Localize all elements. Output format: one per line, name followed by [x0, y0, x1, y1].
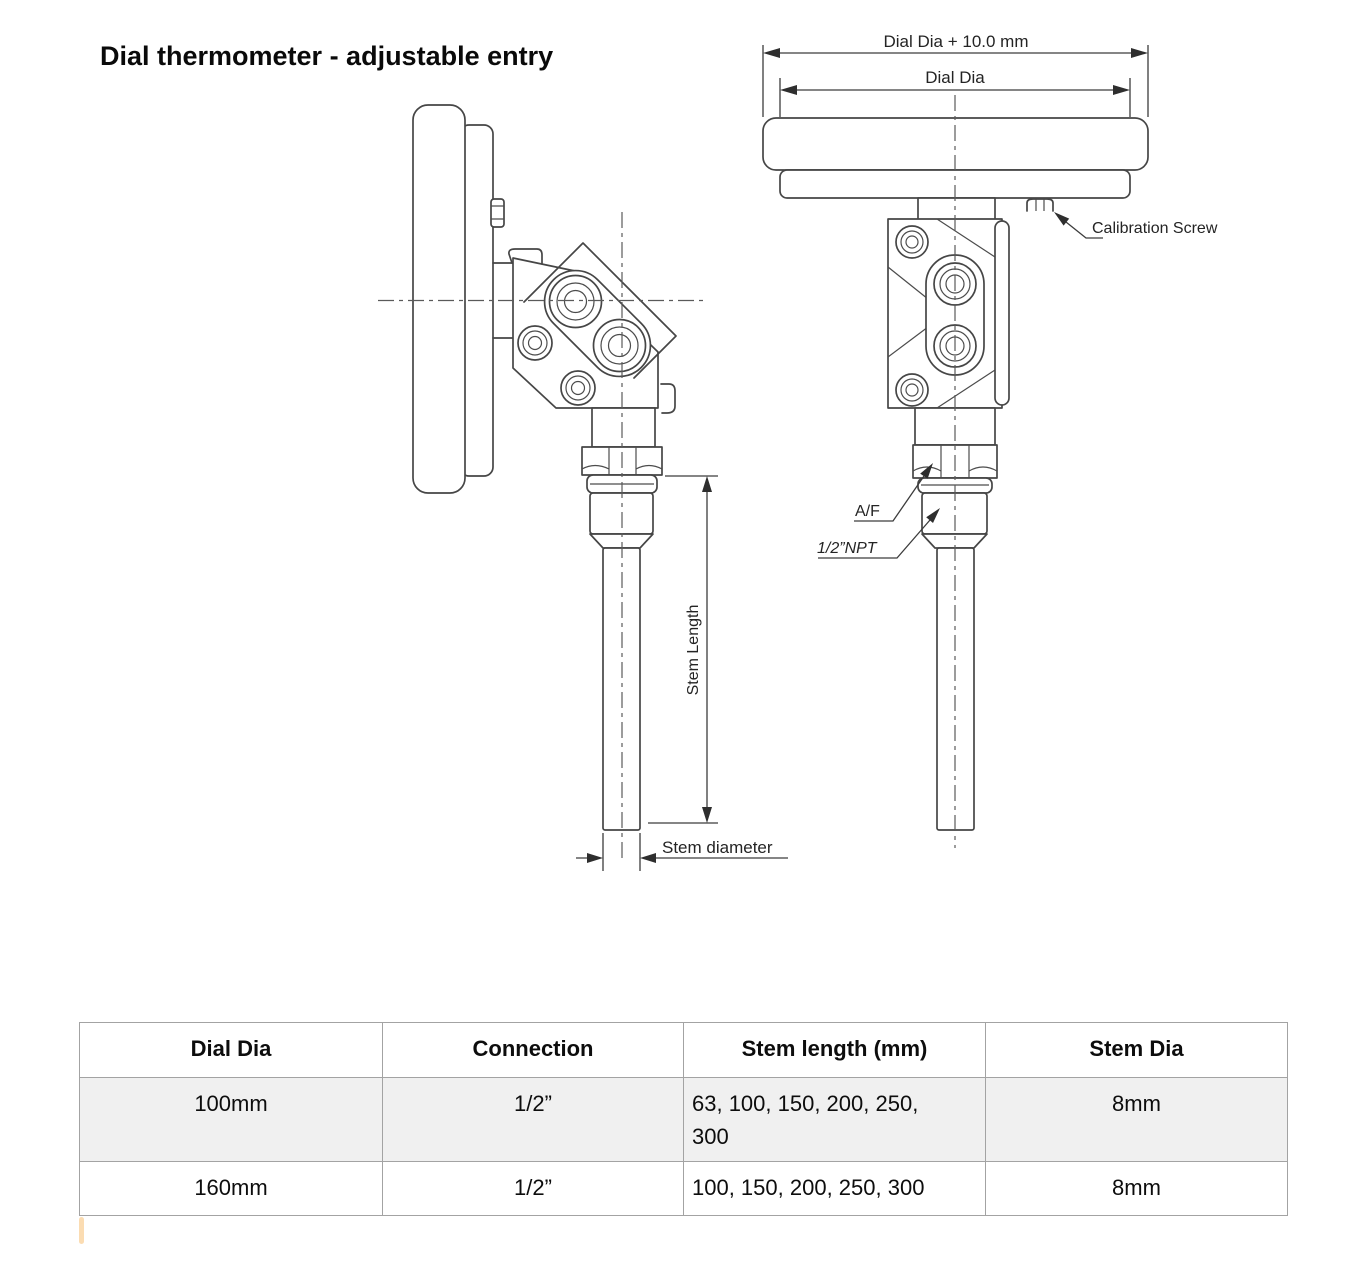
text-cursor	[79, 1217, 84, 1244]
cell-connection: 1/2”	[382, 1077, 684, 1162]
page-title: Dial thermometer - adjustable entry	[100, 41, 554, 71]
header-stem-length: Stem length (mm)	[683, 1022, 986, 1078]
dial-dia-label: Dial Dia	[925, 68, 985, 87]
af-label: A/F	[855, 503, 880, 520]
cell-stem-dia: 8mm	[985, 1077, 1288, 1162]
side-bezel	[412, 104, 466, 494]
cell-stem-length: 63, 100, 150, 200, 250, 300	[683, 1077, 986, 1162]
stem-diameter-dimension: Stem diameter	[576, 833, 788, 871]
header-dial-dia: Dial Dia	[79, 1022, 383, 1078]
side-large-boss-1	[548, 274, 603, 329]
side-view-drawing	[378, 104, 706, 863]
calibration-screw-callout: Calibration Screw	[1054, 212, 1218, 239]
side-small-boss-1	[517, 325, 553, 361]
front-small-boss-2	[895, 373, 929, 407]
front-upper-neck	[917, 197, 996, 221]
cell-stem-dia: 8mm	[985, 1161, 1288, 1216]
cell-dial-dia: 100mm	[79, 1077, 383, 1162]
table-header-row: Dial Dia Connection Stem length (mm) Ste…	[79, 1022, 1288, 1078]
npt-callout: 1/2”NPT	[817, 508, 940, 559]
stem-diameter-label: Stem diameter	[662, 838, 773, 857]
stem-length-label: Stem Length	[685, 605, 702, 696]
front-spring-strip	[994, 220, 1010, 406]
side-large-boss-2	[592, 318, 647, 373]
cell-dial-dia: 160mm	[79, 1161, 383, 1216]
technical-drawing: Stem Length Stem diameter	[378, 32, 1218, 871]
header-stem-dia: Stem Dia	[985, 1022, 1288, 1078]
header-connection: Connection	[382, 1022, 684, 1078]
table-row: 160mm 1/2” 100, 150, 200, 250, 300 8mm	[79, 1161, 1288, 1216]
calibration-screw	[1026, 198, 1054, 212]
side-neck	[591, 407, 656, 448]
dial-dia-plus-dimension: Dial Dia + 10.0 mm	[762, 32, 1149, 117]
side-small-boss-2	[560, 370, 596, 406]
af-callout: A/F	[854, 463, 933, 522]
dial-dia-plus-label: Dial Dia + 10.0 mm	[883, 32, 1028, 51]
npt-label: 1/2”NPT	[817, 540, 878, 557]
front-small-boss-1	[895, 225, 929, 259]
cell-connection: 1/2”	[382, 1161, 684, 1216]
side-calibration-screw	[490, 198, 505, 228]
calibration-screw-label: Calibration Screw	[1092, 220, 1218, 237]
spec-table: Dial Dia Connection Stem length (mm) Ste…	[79, 1022, 1288, 1216]
cell-stem-length: 100, 150, 200, 250, 300	[683, 1161, 986, 1216]
stem-length-dimension: Stem Length	[648, 475, 718, 824]
dial-dia-dimension: Dial Dia	[779, 68, 1131, 117]
table-row: 100mm 1/2” 63, 100, 150, 200, 250, 300 8…	[79, 1077, 1288, 1162]
front-view-drawing	[762, 95, 1149, 848]
